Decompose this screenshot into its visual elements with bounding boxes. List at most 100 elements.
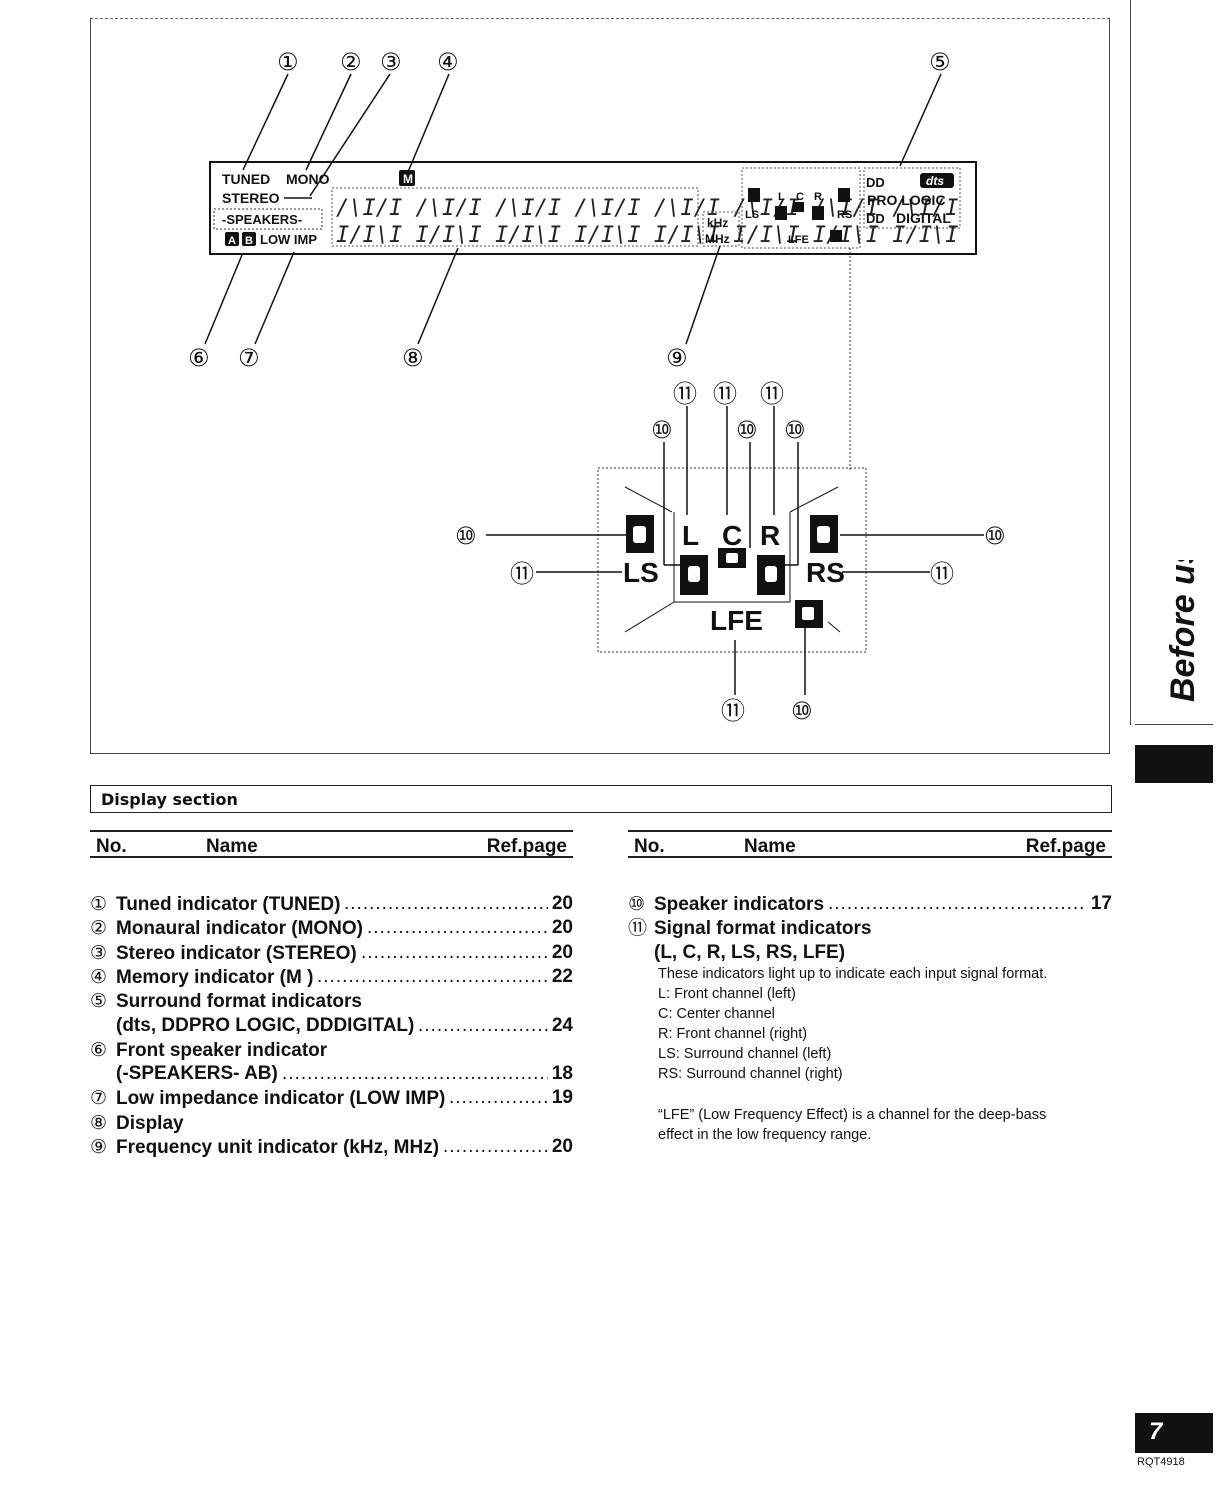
enlarged-r: R bbox=[760, 520, 780, 551]
lcd-speakers-label: -SPEAKERS- bbox=[222, 212, 302, 227]
dot-leader: ........................................… bbox=[282, 1063, 548, 1085]
callout-11-a: ⑪ bbox=[673, 380, 697, 408]
callout-11-bottom: ⑪ bbox=[721, 697, 745, 725]
lcd-digital-label: DIGITAL bbox=[896, 210, 951, 226]
callout-8: ⑧ bbox=[402, 344, 424, 372]
section-header-box: Display section bbox=[90, 785, 1112, 813]
list-item: (L, C, R, LS, RS, LFE) bbox=[628, 941, 1112, 965]
dot-leader: ........................................… bbox=[317, 965, 548, 987]
entry-name: Signal format indicators bbox=[654, 918, 872, 940]
lcd-speaker-b: B bbox=[245, 235, 253, 247]
entry-ref-page: 20 bbox=[551, 893, 573, 914]
dot-leader: ........................................… bbox=[443, 1136, 548, 1157]
side-divider bbox=[1130, 0, 1131, 725]
lcd-dolby-glyph-2: DD bbox=[866, 211, 885, 226]
entry-name: (-SPEAKERS- AB) bbox=[116, 1063, 278, 1085]
note-line: RS: Surround channel (right) bbox=[658, 1066, 843, 1082]
enlarged-rs: RS bbox=[806, 557, 845, 588]
list-item: ⑤ Surround format indicators bbox=[90, 989, 573, 1014]
callout-3: ③ bbox=[380, 48, 402, 76]
left-table-header: No. Name Ref.page bbox=[90, 830, 573, 858]
callout-4: ④ bbox=[437, 48, 459, 76]
lcd-mini-ls: LS bbox=[745, 209, 759, 221]
callout-10-b: ⑩ bbox=[736, 416, 758, 444]
header-ref: Ref.page bbox=[1025, 836, 1106, 857]
note-line: These indicators light up to indicate ea… bbox=[658, 966, 1048, 982]
diagram-frame bbox=[90, 18, 1110, 754]
lcd-mini-lfe: LFE bbox=[788, 234, 809, 246]
dot-leader: ........................................… bbox=[418, 1014, 548, 1036]
entry-ref-page: 18 bbox=[551, 1063, 573, 1085]
list-item: (-SPEAKERS- AB) 18.......................… bbox=[90, 1062, 573, 1086]
entry-name: (L, C, R, LS, RS, LFE) bbox=[654, 941, 846, 963]
lcd-memory-indicator: M bbox=[403, 172, 413, 186]
list-item: ⑪ Signal format indicators bbox=[628, 916, 1112, 941]
lcd-mini-l: L bbox=[778, 191, 785, 203]
note-line: L: Front channel (left) bbox=[658, 986, 796, 1002]
dot-leader: ........................................… bbox=[449, 1087, 548, 1109]
lcd-speaker-a: A bbox=[228, 235, 236, 247]
side-rule bbox=[1135, 724, 1213, 725]
enlarged-l: L bbox=[682, 520, 699, 551]
entry-name: Memory indicator (M ) bbox=[116, 966, 314, 988]
entry-ref-page: 22 bbox=[551, 965, 573, 987]
list-item: (dts, DDPRO LOGIC, DDDIGITAL)24.........… bbox=[90, 1014, 573, 1038]
note-line: C: Center channel bbox=[658, 1006, 775, 1022]
entry-ref-page: 17 bbox=[1090, 893, 1112, 914]
header-no: No. bbox=[634, 836, 665, 857]
entry-number: ③ bbox=[90, 941, 108, 964]
callout-9: ⑨ bbox=[666, 344, 688, 372]
dot-leader: ........................................… bbox=[828, 893, 1087, 914]
callout-5: ⑤ bbox=[929, 48, 951, 76]
entry-name: Surround format indicators bbox=[116, 991, 362, 1013]
note-line: R: Front channel (right) bbox=[658, 1026, 808, 1042]
side-tab-block bbox=[1135, 745, 1213, 783]
entry-name: Monaural indicator (MONO) bbox=[116, 918, 363, 940]
lcd-segment-row-bottom: I/I\I I/I\I I/I\I I/I\I I/I\I I/I\I I/I\… bbox=[336, 223, 959, 248]
entry-name: (dts, DDPRO LOGIC, DDDIGITAL) bbox=[116, 1014, 415, 1036]
right-table-header: No. Name Ref.page bbox=[628, 830, 1112, 858]
lcd-mono-label: MONO bbox=[286, 171, 330, 187]
callout-11-right: ⑪ bbox=[930, 560, 954, 588]
entry-number: ② bbox=[90, 917, 108, 940]
entry-number: ⑪ bbox=[628, 917, 648, 940]
display-diagram: ① ② ③ ④ ⑤ TUNED MONO STEREO -SPEAKERS- A… bbox=[188, 48, 1006, 725]
dot-leader: ........................................… bbox=[344, 893, 548, 914]
note-line: LS: Surround channel (left) bbox=[658, 1046, 832, 1062]
lcd-tuned-label: TUNED bbox=[222, 171, 270, 187]
dot-leader: ........................................… bbox=[367, 917, 548, 939]
lcd-mini-r: R bbox=[814, 191, 822, 203]
section-title: Display section bbox=[101, 790, 238, 809]
enlarged-c: C bbox=[722, 520, 742, 551]
document-code: RQT4918 bbox=[1137, 1456, 1185, 1468]
lfe-note-line: effect in the low frequency range. bbox=[658, 1127, 872, 1143]
page-number: 7 bbox=[1135, 1413, 1213, 1453]
side-tab-label: Before use bbox=[1164, 560, 1202, 702]
callout-11-b: ⑪ bbox=[713, 380, 737, 408]
lcd-mini-rs: RS bbox=[837, 209, 852, 221]
lcd-mini-c: C bbox=[796, 191, 804, 203]
entry-number: ⑦ bbox=[90, 1087, 108, 1110]
lcd-segment-row-top: /\I/I /\I/I /\I/I /\I/I /\I/I /\I/I /\I/… bbox=[336, 196, 959, 221]
enlarged-lfe: LFE bbox=[710, 605, 763, 636]
entry-name: Frequency unit indicator (kHz, MHz) bbox=[116, 1137, 440, 1158]
entry-name: Stereo indicator (STEREO) bbox=[116, 942, 357, 964]
lcd-dts-logo: dts bbox=[926, 174, 944, 188]
lfe-note-line: “LFE” (Low Frequency Effect) is a channe… bbox=[658, 1107, 1047, 1123]
list-item: ④ Memory indicator (M ) 22................… bbox=[90, 965, 573, 990]
dot-leader: ........................................… bbox=[361, 941, 548, 963]
callout-10-c: ⑩ bbox=[784, 416, 806, 444]
lcd-mhz-label: MHz bbox=[705, 232, 730, 246]
callout-10-bottom: ⑩ bbox=[791, 697, 813, 725]
entry-number: ⑤ bbox=[90, 990, 108, 1013]
entry-number: ④ bbox=[90, 965, 108, 988]
entry-name: Tuned indicator (TUNED) bbox=[116, 894, 341, 915]
list-item: ③ Stereo indicator (STEREO) 20............… bbox=[90, 941, 573, 966]
side-tab-text: Before use bbox=[1164, 560, 1202, 702]
entry-ref-page: 20 bbox=[551, 941, 573, 963]
